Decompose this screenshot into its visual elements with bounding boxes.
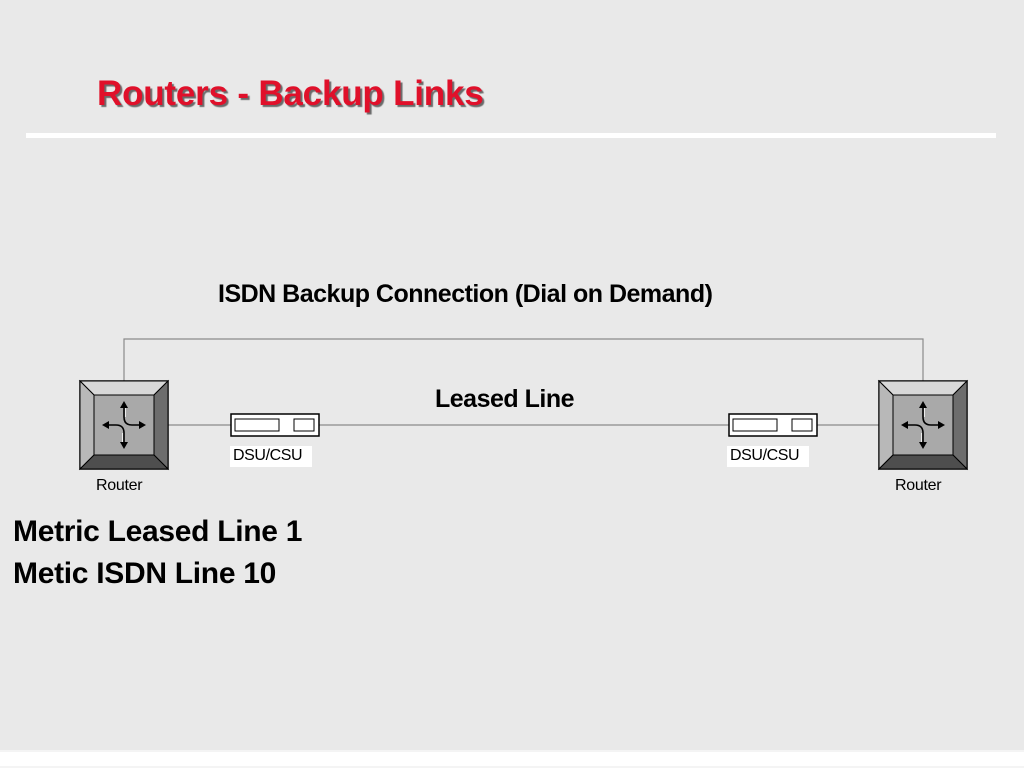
title-divider [26,133,996,138]
dsu-right-label: DSU/CSU [727,446,810,467]
dsu-left-icon [230,413,320,437]
slide-title: Routers - Backup Links [97,74,484,113]
router-right-label: Router [895,477,942,494]
footer-band [0,750,1024,768]
dsu-right-icon [728,413,818,437]
metric-isdn-line: Metic ISDN Line 10 [13,557,277,590]
isdn-backup-line [123,338,924,381]
router-left-label: Router [96,477,143,494]
dsu-left-label: DSU/CSU [230,446,313,467]
leased-line-label: Leased Line [435,385,575,413]
metric-leased-line: Metric Leased Line 1 [13,515,303,548]
isdn-connection-label: ISDN Backup Connection (Dial on Demand) [218,280,713,308]
router-left-icon [79,380,169,470]
router-right-icon [878,380,968,470]
